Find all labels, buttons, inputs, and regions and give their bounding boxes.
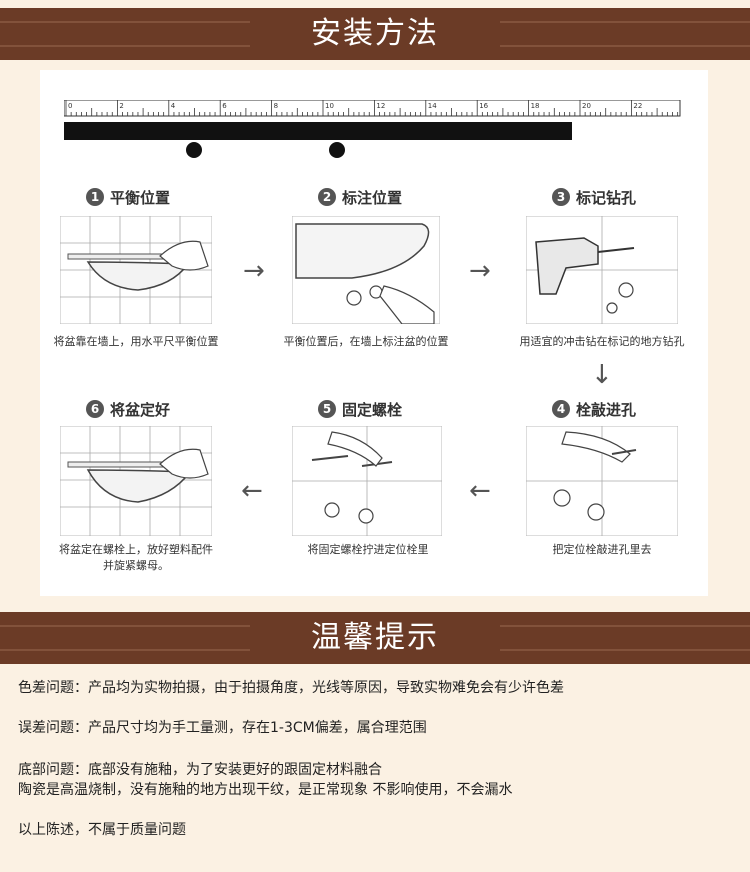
step-6-caption-line-1: 将盆定在螺栓上，放好塑料配件: [40, 542, 232, 558]
step-number: 1: [86, 188, 104, 206]
arrow-down-icon: ↓: [591, 362, 613, 388]
step-5-caption: 将固定螺栓拧进定位栓里: [268, 542, 468, 558]
step-5-illustration: [292, 426, 442, 536]
step-3-caption: 用适宜的冲击钻在标记的地方钻孔: [502, 334, 702, 350]
step-number: 3: [552, 188, 570, 206]
step-4-caption: 把定位栓敲进孔里去: [502, 542, 702, 558]
note-error: 误差问题：产品尺寸均为手工量测，存在1-3CM偏差，属合理范围: [18, 718, 427, 738]
header-banner: 安装方法: [0, 8, 750, 60]
step-6-title: 6 将盆定好: [86, 398, 170, 420]
ruler-label: 16: [479, 102, 488, 110]
ruler-label: 2: [119, 102, 123, 110]
ruler-label: 8: [274, 102, 278, 110]
step-1-title: 1 平衡位置: [86, 186, 170, 208]
ruler-label: 12: [376, 102, 385, 110]
step-number: 6: [86, 400, 104, 418]
note-bottom-line-1: 底部问题：底部没有施釉，为了安装更好的跟固定材料融合: [18, 760, 382, 780]
ruler-label: 0: [68, 102, 72, 110]
step-6-caption-line-2: 并旋紧螺母。: [40, 558, 232, 574]
step-2-caption: 平衡位置后，在墙上标注盆的位置: [268, 334, 464, 350]
note-color: 色差问题：产品均为实物拍摄，由于拍摄角度，光线等原因，导致实物难免会有少许色差: [18, 678, 564, 698]
note-conclusion: 以上陈述，不属于质量问题: [18, 820, 186, 840]
step-label: 标记钻孔: [576, 187, 636, 208]
ruler-label: 22: [633, 102, 642, 110]
note-bottom-line-2: 陶瓷是高温烧制，没有施釉的地方出现干纹，是正常现象 不影响使用，不会漏水: [18, 780, 512, 800]
mounting-bar: [64, 122, 572, 140]
step-label: 平衡位置: [110, 187, 170, 208]
step-1-illustration: [60, 216, 212, 324]
ruler-label: 10: [325, 102, 334, 110]
ruler-svg: 02468101214161820222: [64, 100, 684, 162]
step-5-title: 5 固定螺栓: [318, 398, 402, 420]
step-label: 栓敲进孔: [576, 399, 636, 420]
step-2-title: 2 标注位置: [318, 186, 402, 208]
step-label: 将盆定好: [110, 399, 170, 420]
arrow-right-icon: →: [469, 258, 491, 284]
step-3-title: 3 标记钻孔: [552, 186, 636, 208]
step-number: 4: [552, 400, 570, 418]
step-label: 固定螺栓: [342, 399, 402, 420]
ruler-label: 4: [171, 102, 176, 110]
tips-banner: 温馨提示: [0, 612, 750, 664]
page-title: 安装方法: [0, 8, 750, 60]
step-number: 5: [318, 400, 336, 418]
hole-marker: [186, 142, 202, 158]
step-2-illustration: [292, 216, 440, 324]
hole-marker: [329, 142, 345, 158]
ruler-diagram: 02468101214161820222: [64, 100, 684, 166]
ruler-label: 14: [428, 102, 437, 110]
ruler-label: 20: [582, 102, 591, 110]
tips-title: 温馨提示: [0, 612, 750, 664]
step-4-title: 4 栓敲进孔: [552, 398, 636, 420]
arrow-right-icon: →: [243, 258, 265, 284]
step-6-illustration: [60, 426, 212, 536]
arrow-left-icon: ←: [241, 478, 263, 504]
step-4-illustration: [526, 426, 678, 536]
step-number: 2: [318, 188, 336, 206]
ruler-label: 18: [531, 102, 540, 110]
ruler-label: 6: [222, 102, 227, 110]
step-6-caption: 将盆定在螺栓上，放好塑料配件 并旋紧螺母。: [40, 542, 232, 574]
step-1-caption: 将盆靠在墙上，用水平尺平衡位置: [40, 334, 232, 350]
step-label: 标注位置: [342, 187, 402, 208]
arrow-left-icon: ←: [469, 478, 491, 504]
step-3-illustration: [526, 216, 678, 324]
